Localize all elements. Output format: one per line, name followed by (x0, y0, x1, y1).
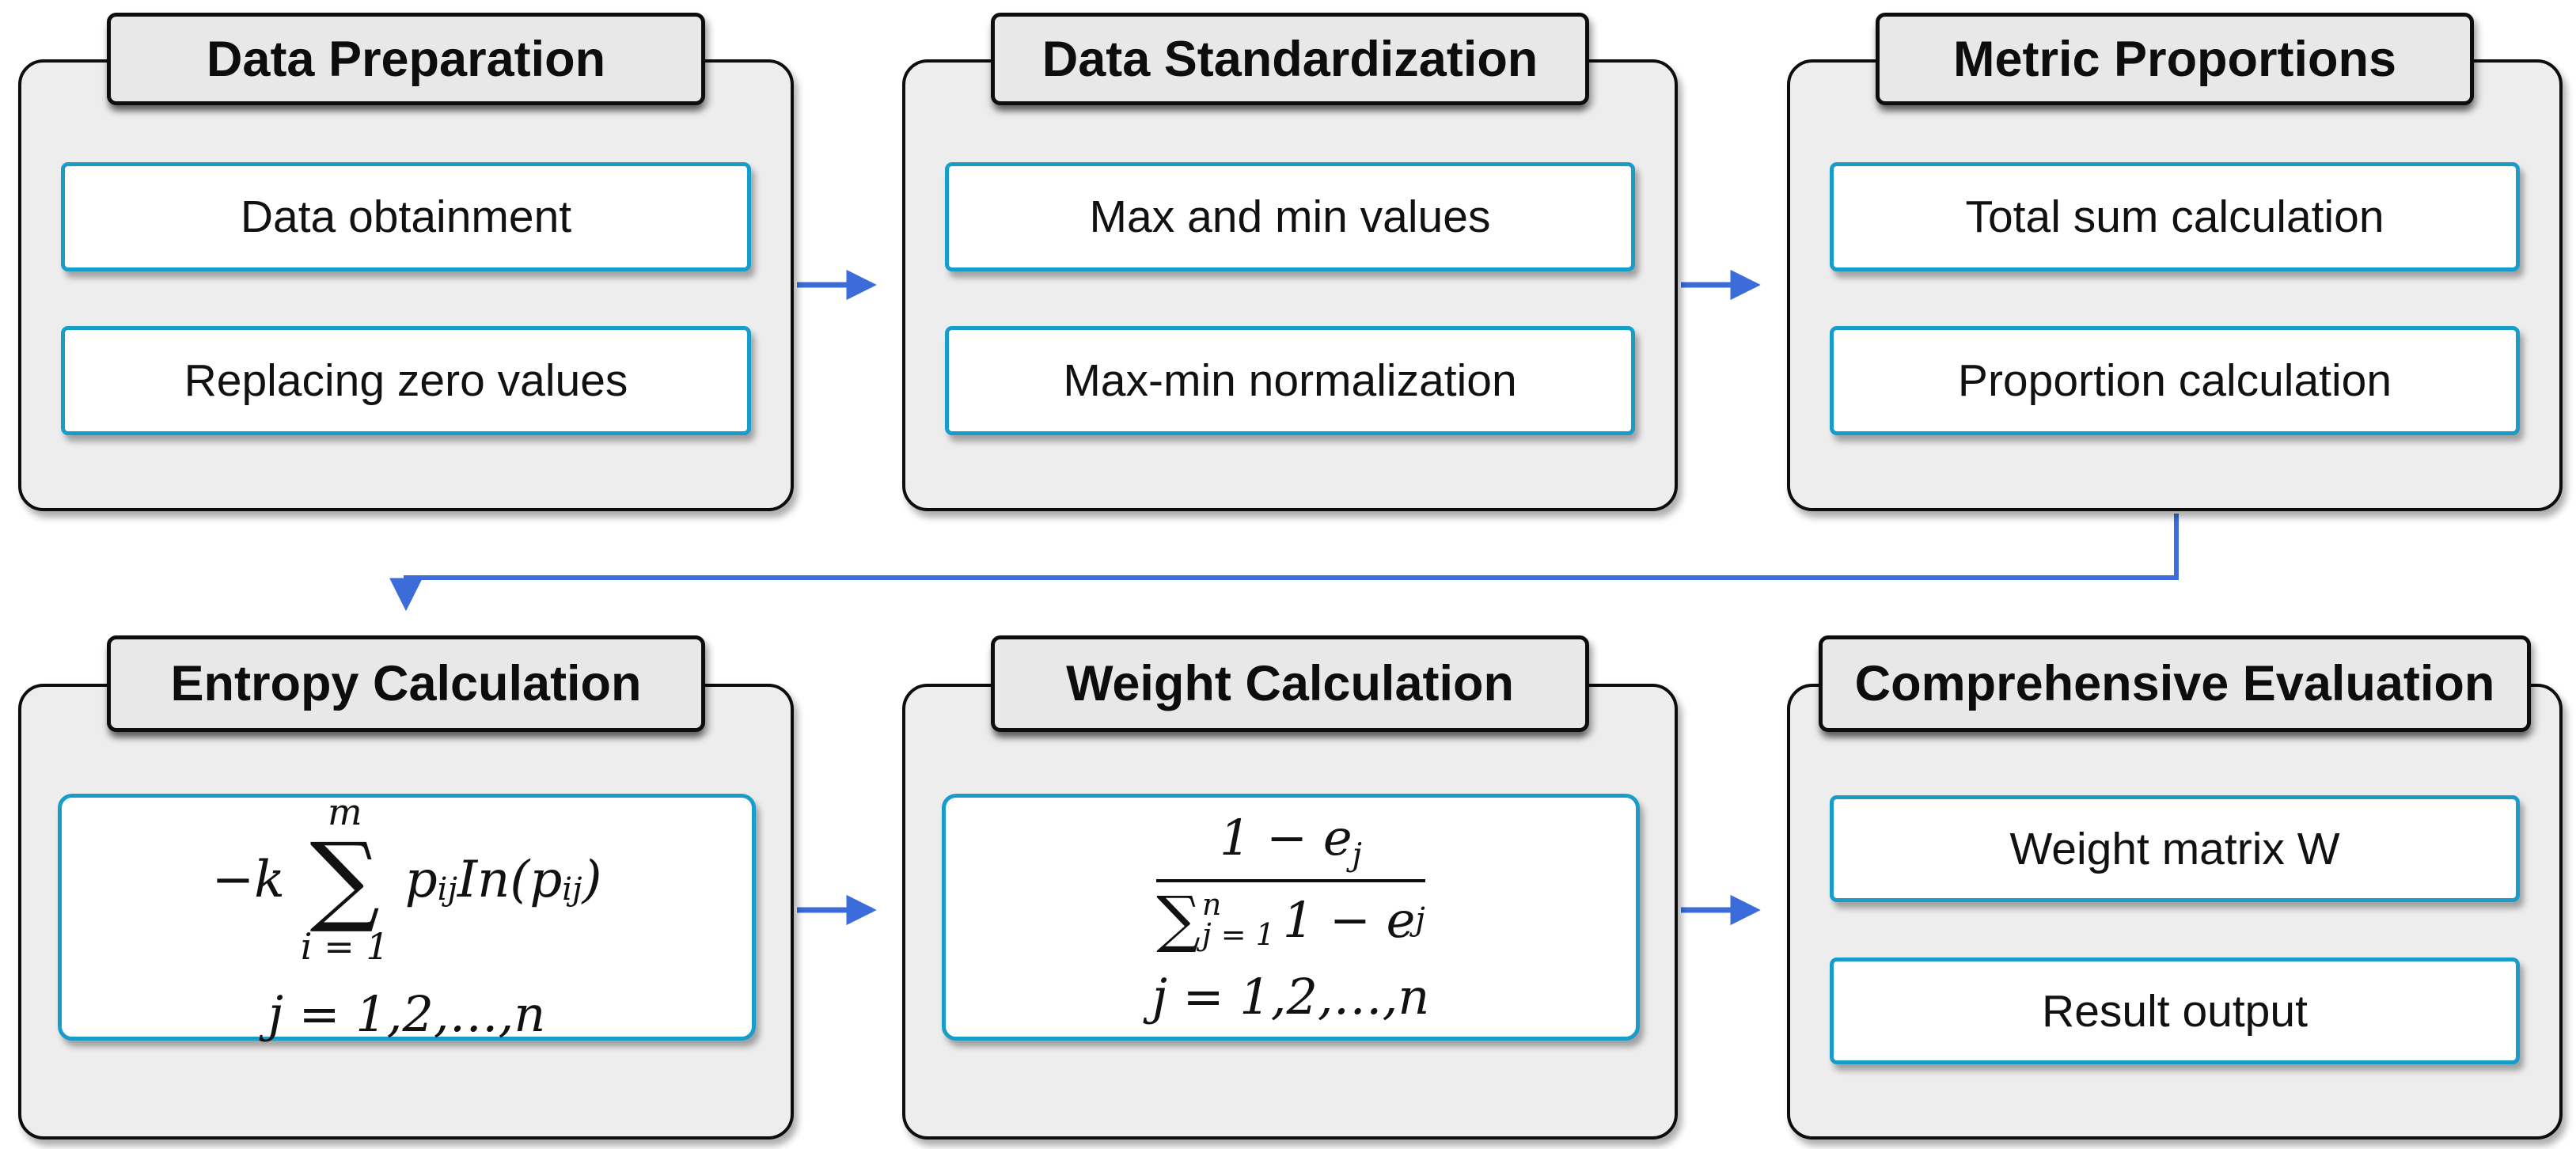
sigma-upper-limit: n (1201, 887, 1222, 923)
log-open: In(p (457, 850, 563, 909)
step-label: Result output (2042, 985, 2308, 1037)
step-max-and-min-values: Max and min values (945, 162, 1635, 271)
denominator-subscript: j (1415, 901, 1425, 939)
fraction-numerator: 1 − ej (1220, 809, 1362, 879)
sum-upper-limit: m (327, 790, 362, 833)
module-title: Entropy Calculation (170, 656, 642, 711)
log-close: ) (582, 850, 602, 909)
step-label: Total sum calculation (1965, 192, 2384, 242)
sigma-glyph: ∑ (1156, 884, 1201, 956)
step-label: Max and min values (1089, 192, 1491, 242)
sigma-lower-limit: j = 1 (1201, 917, 1275, 953)
numerator-base: 1 − e (1220, 808, 1352, 866)
module-body (1787, 59, 2563, 511)
term-subscript: ij (437, 870, 457, 908)
sum-lower-limit: i = 1 (300, 925, 389, 969)
fraction-bar (1156, 879, 1425, 883)
entropy-formula-box: −k m ∑ i = 1 pijIn(pij) j = 1,2,…,n (58, 791, 756, 1044)
step-replacing-zero-values: Replacing zero values (61, 326, 751, 435)
step-label: Max-min normalization (1063, 355, 1517, 406)
summation-symbol: m ∑ i = 1 (301, 791, 389, 969)
module-body (18, 59, 794, 511)
module-weight-calculation: Weight Calculation 1 − ej ∑ n j = 1 1 − … (902, 635, 1678, 1149)
module-header-metric-proportions: Metric Proportions (1876, 13, 2474, 105)
arrow-proportions-to-entropy (389, 514, 2179, 612)
module-data-standardization: Data Standardization Max and min values … (902, 13, 1678, 511)
step-total-sum-calculation: Total sum calculation (1830, 162, 2520, 271)
entropy-prefix: −k (211, 850, 285, 909)
step-weight-matrix-w: Weight matrix W (1830, 795, 2520, 902)
module-title: Data Preparation (206, 31, 606, 87)
module-title: Weight Calculation (1066, 656, 1514, 711)
module-header-data-preparation: Data Preparation (107, 13, 705, 105)
entropy-term: pijIn(pij) (405, 851, 602, 909)
step-label: Weight matrix W (2009, 823, 2340, 874)
denominator-base: 1 − e (1282, 890, 1416, 949)
sigma-limits: n j = 1 (1202, 889, 1275, 950)
module-comprehensive-evaluation: Comprehensive Evaluation Weight matrix W… (1787, 635, 2563, 1149)
step-label: Proportion calculation (1957, 355, 2392, 406)
step-data-obtainment: Data obtainment (61, 162, 751, 271)
module-header-comprehensive-evaluation: Comprehensive Evaluation (1819, 635, 2531, 732)
module-metric-proportions: Metric Proportions Total sum calculation… (1787, 13, 2563, 511)
module-entropy-calculation: Entropy Calculation −k m ∑ i = 1 pijIn(p… (18, 635, 794, 1149)
entropy-index-condition: j = 1,2,…,n (267, 985, 546, 1044)
numerator-subscript: j (1352, 836, 1362, 874)
step-result-output: Result output (1830, 958, 2520, 1064)
module-body (902, 59, 1678, 511)
module-header-entropy-calculation: Entropy Calculation (107, 635, 705, 732)
module-title: Metric Proportions (1952, 31, 2397, 87)
term-base: p (404, 850, 438, 909)
module-body (1787, 684, 2563, 1140)
log-subscript: ij (562, 870, 582, 908)
module-data-preparation: Data Preparation Data obtainment Replaci… (18, 13, 794, 511)
entropy-formula: −k m ∑ i = 1 pijIn(pij) (212, 791, 602, 969)
step-label: Replacing zero values (184, 355, 628, 406)
step-max-min-normalization: Max-min normalization (945, 326, 1635, 435)
module-title: Data Standardization (1041, 31, 1538, 87)
step-proportion-calculation: Proportion calculation (1830, 326, 2520, 435)
step-label: Data obtainment (240, 192, 572, 242)
sigma-glyph: ∑ (309, 821, 381, 936)
module-header-weight-calculation: Weight Calculation (991, 635, 1589, 732)
weight-index-condition: j = 1,2,…,n (1151, 968, 1430, 1026)
module-title: Comprehensive Evaluation (1854, 656, 2495, 711)
module-header-data-standardization: Data Standardization (991, 13, 1589, 105)
